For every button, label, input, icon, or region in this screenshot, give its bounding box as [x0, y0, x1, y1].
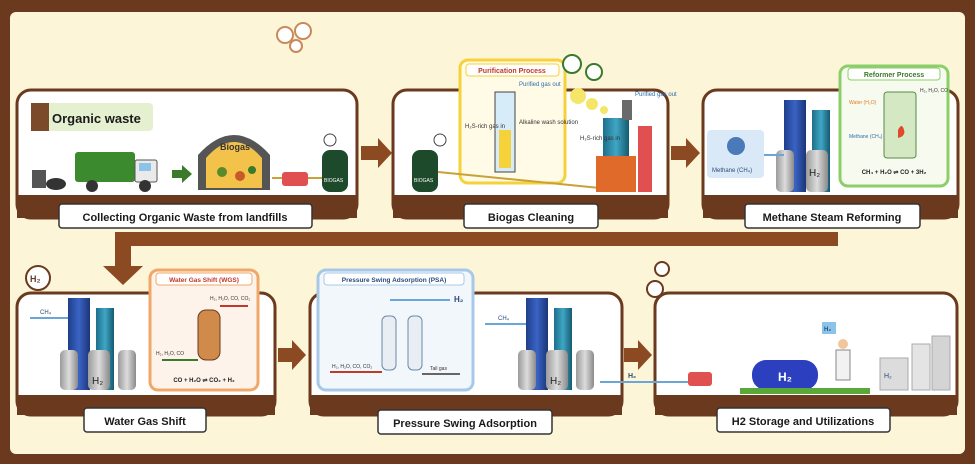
scientist-sign: H₂ [824, 327, 831, 333]
stage-2-label: Biogas Cleaning [488, 212, 574, 224]
storage-tank-label: H₂ [778, 370, 792, 384]
h2-storage-tank-icon: H₂ [740, 360, 870, 394]
stage-3-label-pill: Methane Steam Reforming [744, 203, 921, 229]
stage-5-label: Pressure Swing Adsorption [393, 418, 537, 430]
alkaline-label: Alkaline wash solution [519, 120, 578, 126]
psa-feed: H₂, H₂O, CO, CO₂ [332, 364, 372, 370]
biogas-cylinder-icon: BIOGAS [322, 133, 348, 192]
wgs-title: Water Gas Shift (WGS) [169, 277, 239, 284]
psa-callout: Pressure Swing Adsorption (PSA) H₂ H₂, H… [316, 268, 475, 392]
flow-arrow-1 [361, 138, 392, 168]
h2-pipeline: H₂ [600, 372, 712, 386]
compressor-icon [272, 172, 322, 186]
stage-4-label-pill: Water Gas Shift [83, 407, 207, 433]
flow-arrow-4 [278, 340, 306, 370]
h2-molecule-icon [276, 22, 312, 53]
psa-title: Pressure Swing Adsorption (PSA) [342, 277, 447, 284]
organic-waste-badge: Organic waste [31, 103, 153, 131]
wgs-inlet: H₂, H₂O, CO [156, 351, 184, 357]
reformer-title: Reformer Process [864, 72, 924, 79]
h2s-in-label: H₂S-rich gas in [580, 136, 620, 142]
h2s-in-label-callout: H₂S-rich gas in [465, 124, 505, 130]
organic-waste-label: Organic waste [52, 111, 141, 126]
wgs-ch4-label: CH₄ [40, 310, 52, 316]
wgs-outlet: H₂, H₂O, CO, CO₂ [210, 296, 250, 302]
psa-h2-label: H₂ [550, 376, 561, 387]
stage-2-label-pill: Biogas Cleaning [463, 203, 599, 229]
digester-biogas-label: Biogas [220, 142, 250, 152]
biogas-tank-2-label: BIOGAS [414, 178, 434, 184]
methane-label: Methane (CH₄) [712, 168, 752, 174]
flow-arrow-2 [671, 138, 700, 168]
stage-3-label: Methane Steam Reforming [763, 212, 902, 224]
psa-tanks-icon: CH₄ H₂ [485, 298, 594, 390]
h2-eco-icon: H₂ [25, 265, 51, 291]
stage-6-label-pill: H2 Storage and Utilizations [716, 407, 891, 433]
biogas-tank-label: BIOGAS [324, 178, 344, 184]
purification-title: Purification Process [478, 68, 546, 75]
purified-out-label: Purified gas out [635, 92, 677, 98]
biogas-cylinder-2-icon: BIOGAS [412, 133, 601, 192]
scrubber-column-icon: Purified gas out H₂S-rich gas in [580, 92, 677, 192]
wgs-h2-label: H₂ [92, 376, 103, 387]
garbage-truck-icon [32, 152, 158, 192]
biogas-digester-icon: Biogas [198, 135, 270, 190]
pipeline-h2-label: H₂ [628, 373, 636, 380]
reformer-outputs: H₂, H₂O, CO [920, 88, 948, 94]
flow-arrow-3 [103, 232, 838, 285]
bubble-trail [570, 88, 608, 114]
reformer-equation: CH₄ + H₂O ⇌ CO + 3H₂ [862, 168, 927, 176]
stage-6-label: H2 Storage and Utilizations [732, 416, 874, 428]
stage-1-label: Collecting Organic Waste from landfills [83, 212, 288, 224]
stage-4-label: Water Gas Shift [104, 416, 186, 428]
wgs-tanks-icon: CH₄ H₂ [30, 298, 136, 390]
eco-icon [562, 54, 603, 81]
psa-ch4-label: CH₄ [498, 316, 510, 322]
purification-callout: Purification Process Purified gas out H₂… [458, 58, 578, 185]
psa-tail: Tail gas [430, 366, 447, 372]
methane-box: Methane (CH₄) [707, 130, 764, 178]
wgs-equation: CO + H₂O ⇌ CO₂ + H₂ [173, 376, 235, 384]
reformer-callout: Reformer Process Water (H₂O) Methane (CH… [838, 64, 950, 188]
reformer-tanks-icon: H₂ [776, 100, 830, 192]
truck-arrow-icon [172, 165, 192, 183]
stage-5-label-pill: Pressure Swing Adsorption [377, 409, 553, 435]
storage-eco-icon [646, 261, 670, 298]
water-label: Water (H₂O) [849, 100, 877, 106]
stage-1-label-pill: Collecting Organic Waste from landfills [58, 203, 313, 229]
reformer-h2-label: H₂ [809, 168, 820, 179]
plant-h2-label: H₂ [884, 373, 892, 380]
scientist-icon: H₂ [822, 322, 851, 381]
industrial-plant-icon: H₂ [879, 335, 951, 391]
psa-h2-out: H₂ [454, 295, 464, 304]
flow-arrow-5 [624, 340, 652, 370]
svg-text:H₂: H₂ [30, 274, 41, 284]
methane-in-label: Methane (CH₄) [849, 134, 883, 140]
wgs-callout: Water Gas Shift (WGS) H₂, H₂O, CO H₂, H₂… [148, 268, 260, 392]
purified-out-label-callout: Purified gas out [519, 82, 561, 88]
